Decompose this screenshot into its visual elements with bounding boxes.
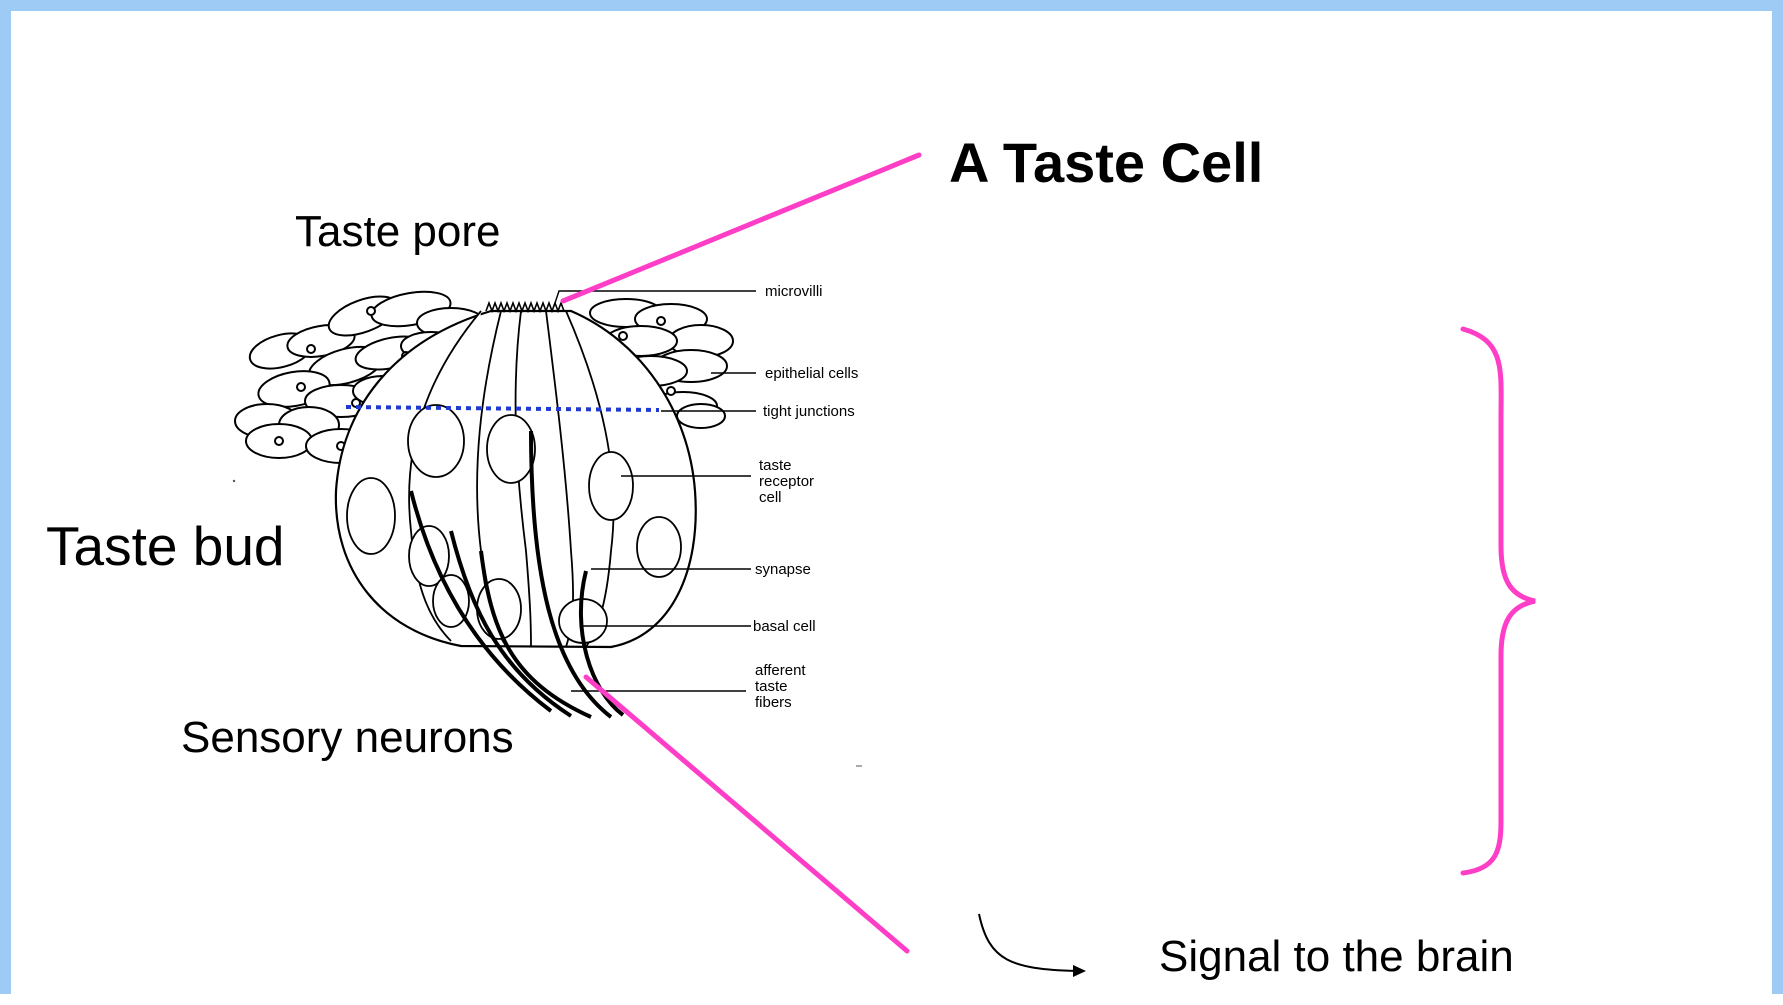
- microvilli-label: microvilli: [765, 284, 823, 300]
- basal-cell-label: basal cell: [753, 619, 816, 635]
- pointer-lines: [563, 155, 1535, 951]
- tight-junctions-label: tight junctions: [763, 404, 855, 420]
- taste-bud-diagram: [11, 11, 1783, 1005]
- taste-bud-label: Taste bud: [46, 519, 285, 574]
- stray-dot: [233, 480, 235, 482]
- slide-title: A Taste Cell: [949, 135, 1263, 191]
- synapse-label: synapse: [755, 562, 811, 578]
- microvilli: [486, 303, 564, 311]
- afferent-taste-fibers-label: afferent taste fibers: [755, 663, 806, 710]
- epithelial-cells-label: epithelial cells: [765, 366, 858, 382]
- taste-pore-label: Taste pore: [295, 210, 500, 254]
- cell-brace: [1463, 329, 1535, 873]
- signal-arrow-icon: [979, 914, 1086, 977]
- signal-label: Signal to the brain: [1159, 935, 1514, 979]
- sensory-neurons-label: Sensory neurons: [181, 716, 514, 760]
- taste-receptor-cell-label: taste receptor cell: [759, 458, 814, 505]
